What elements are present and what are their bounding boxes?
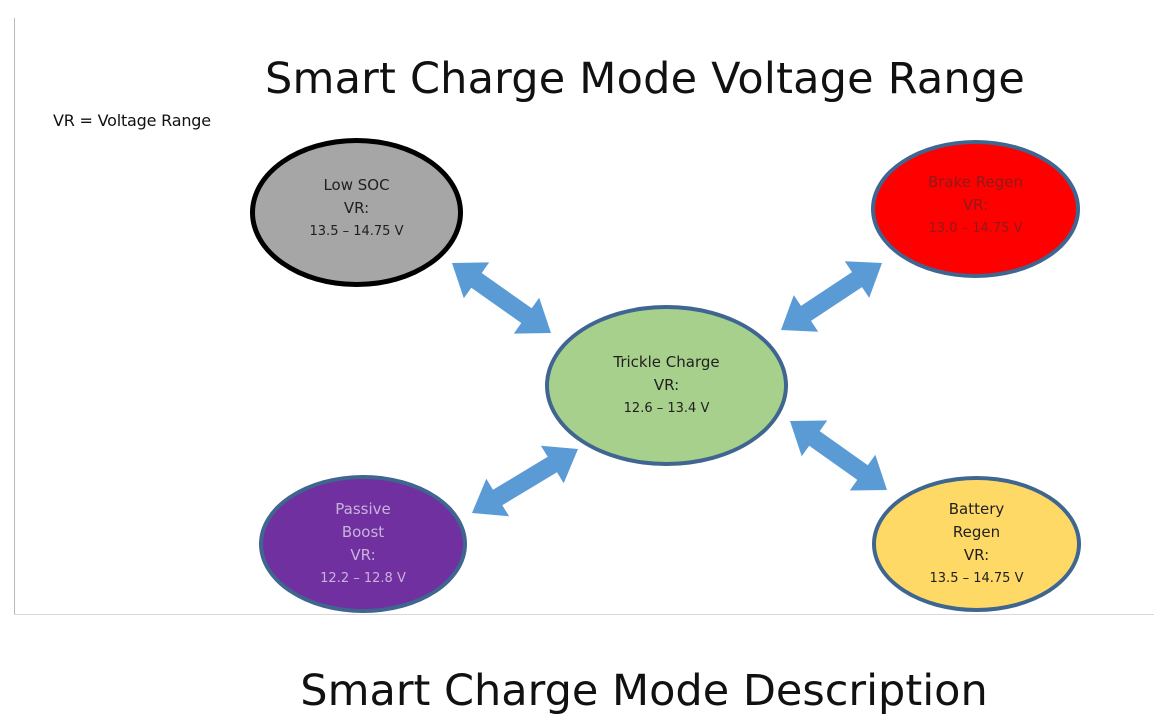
node-trickle-charge-range: 12.6 – 13.4 V bbox=[623, 401, 710, 416]
node-trickle-charge: Trickle Charge VR: 12.6 – 13.4 V bbox=[545, 305, 788, 466]
slide-border-bottom bbox=[14, 614, 1154, 615]
node-brake-regen: Brake Regen VR: 13.0 – 14.75 V bbox=[871, 140, 1080, 278]
node-trickle-charge-name: Trickle Charge bbox=[613, 353, 720, 371]
slide-border-left bbox=[14, 18, 15, 614]
node-low-soc-vr: VR: bbox=[343, 199, 370, 217]
node-battery-regen-vr: VR: bbox=[963, 546, 990, 564]
node-battery-regen-name-line1: Battery bbox=[948, 500, 1005, 518]
node-passive-boost-vr: VR: bbox=[350, 546, 376, 564]
node-low-soc: Low SOC VR: 13.5 – 14.75 V bbox=[250, 138, 463, 287]
node-passive-boost-range: 12.2 – 12.8 V bbox=[320, 571, 406, 586]
node-battery-regen-name-line2: Regen bbox=[952, 523, 1001, 541]
diagram-title: Smart Charge Mode Voltage Range bbox=[265, 54, 1025, 104]
node-brake-regen-vr: VR: bbox=[962, 195, 989, 214]
connector-arrows bbox=[452, 261, 887, 517]
node-trickle-charge-vr: VR: bbox=[653, 376, 680, 394]
node-low-soc-range: 13.5 – 14.75 V bbox=[309, 224, 404, 239]
node-passive-boost-name-line2: Boost bbox=[341, 523, 385, 541]
node-passive-boost: Passive Boost VR: 12.2 – 12.8 V bbox=[259, 475, 467, 613]
node-battery-regen: Battery Regen VR: 13.5 – 14.75 V bbox=[872, 476, 1081, 612]
arrow-brake-regen-to-trickle bbox=[781, 261, 882, 332]
node-passive-boost-name-line1: Passive bbox=[335, 500, 391, 518]
arrow-passive-boost-to-trickle bbox=[472, 445, 578, 517]
arrow-battery-regen-to-trickle bbox=[790, 420, 887, 491]
node-battery-regen-range: 13.5 – 14.75 V bbox=[929, 571, 1024, 586]
node-brake-regen-name: Brake Regen bbox=[927, 172, 1024, 191]
node-low-soc-name: Low SOC bbox=[323, 176, 390, 194]
section-subtitle: Smart Charge Mode Description bbox=[300, 666, 988, 716]
legend-note: VR = Voltage Range bbox=[53, 111, 211, 130]
node-brake-regen-range: 13.0 – 14.75 V bbox=[928, 220, 1023, 236]
arrow-low-soc-to-trickle bbox=[452, 262, 551, 334]
